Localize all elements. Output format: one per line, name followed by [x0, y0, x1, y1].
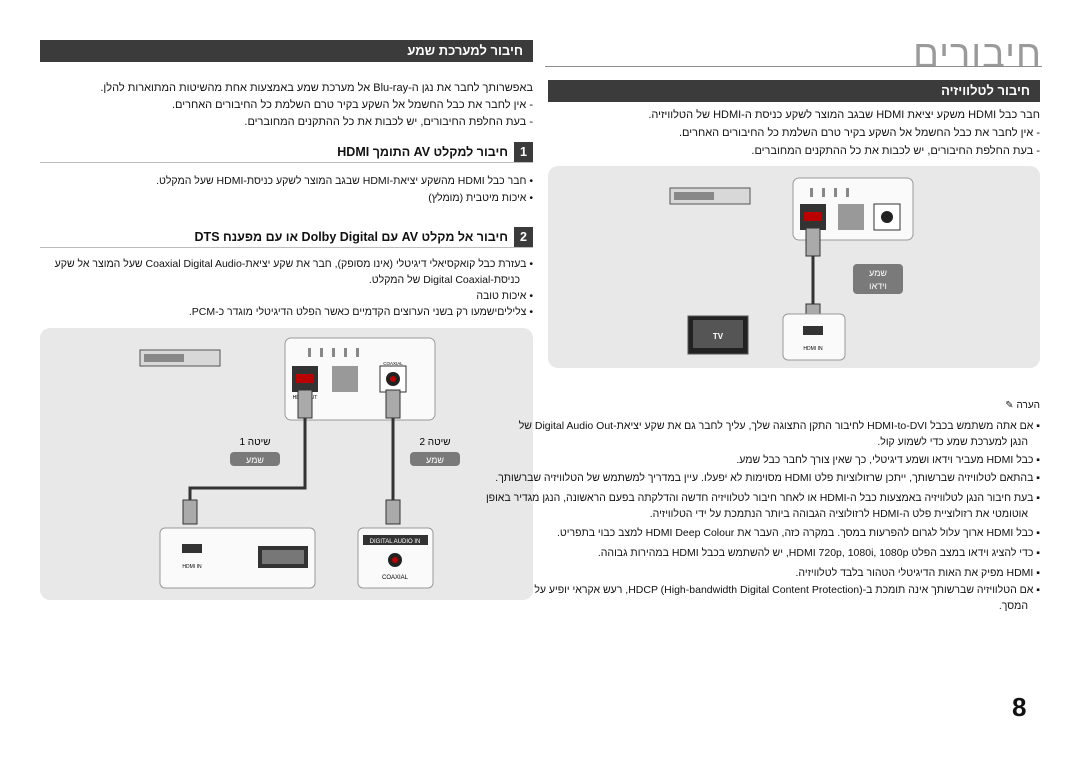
note-item: ▪ כדי להציג וידאו במצב הפלט HDMI 720p, 1…: [597, 547, 1040, 559]
hdmi-plug: [805, 227, 821, 257]
method2-bullet: • בעזרת כבל קואקסיאלי דיגיטלי (אינו מסופ…: [54, 258, 533, 270]
note-item: ▪ HDMI מפיק את האות הדיגיטלי הטהור בלבד …: [795, 567, 1041, 579]
tv-label: TV: [713, 332, 724, 341]
audio-intro: באפשרותך לחבר את נגן ה-Blu-ray אל מערכת …: [100, 82, 533, 94]
note-item-cont: המסך.: [998, 600, 1028, 612]
hdmi-plug: [297, 389, 313, 419]
section-header-tv: חיבור לטלוויזיה: [548, 80, 1040, 102]
hdmi-in-label: HDMI IN: [803, 346, 823, 352]
hdmi-in-port: [803, 326, 823, 335]
audio-video-badge: [853, 264, 903, 294]
hdmi-in-port: [182, 544, 202, 553]
note-item: ▪ אם אתה משתמש בכבל HDMI-to-DVI לחיבור ה…: [518, 420, 1040, 432]
svg-text:שמע: שמע: [869, 268, 887, 278]
hdmi-plug: [182, 499, 198, 525]
hdmi-cable: [188, 418, 307, 503]
tv-diagram-svg: שמע וידאו TV HDMI IN: [669, 177, 914, 361]
note-icon: ✎: [1005, 400, 1014, 411]
method1-bullet: • חבר כבל HDMI מהשקע יציאת-HDMI שבגב המו…: [156, 175, 533, 187]
audio-bullet: - אין לחבר את כבל החשמל אל השקע בקיר טרם…: [171, 99, 533, 111]
section-header-audio: חיבור למערכת שמע: [40, 40, 533, 62]
note-item-cont: הנגן למערכת שמע כדי לשמוע קול.: [877, 436, 1028, 448]
audio-badge: [230, 452, 280, 466]
page-number: 8: [1012, 692, 1027, 722]
audio-diagram-svg: HDMI OUT COAXIAL שיטה 1 שמע שיטה 2 שמע H…: [139, 337, 460, 589]
note-item: ▪ כבל HDMI ארוך עלול לגרום להפרעות במסך.…: [556, 527, 1040, 539]
note-item: ▪ כבל HDMI מעביר וידאו ושמע דיגיטלי, כך …: [736, 454, 1040, 466]
title-divider: [545, 66, 1042, 67]
svg-text:שמע: שמע: [246, 455, 264, 465]
method2-heading: 2חיבור אל מקלט AV עם Dolby Digital או עם…: [40, 227, 533, 248]
method2-bullet: • צליליםישמעו רק בשני הערוצים הקדמיים כא…: [188, 306, 533, 318]
method1-bullet: • איכות מיטבית (מומלץ): [428, 192, 533, 204]
method2-bullet-cont: כניסת-Digital Coaxial של המקלט.: [368, 274, 520, 286]
digital-audio-in-label: DIGITAL AUDIO IN: [370, 539, 421, 545]
page-title: חיבורים: [913, 34, 1042, 76]
method1-label: שיטה 1: [239, 437, 270, 448]
note-item: ▪ בעת חיבור הנגן לטלוויזיה באמצעות כבל ה…: [485, 492, 1040, 504]
method2-number: 2: [514, 227, 533, 247]
tv-bullet: - אין לחבר את כבל החשמל אל השקע בקיר טרם…: [678, 127, 1040, 139]
note-item: ▪ אם הטלוויזיה שברשותך אינה תומכת ב-HDCP…: [534, 584, 1040, 596]
coaxial-plug: [385, 389, 401, 419]
method2-label: שיטה 2: [419, 437, 450, 448]
coaxial-label: COAXIAL: [382, 575, 409, 581]
hdmi-in-label: HDMI IN: [182, 564, 202, 570]
tv-hdmi-panel: [782, 313, 846, 361]
audio-connection-diagram: HDMI OUT COAXIAL שיטה 1 שמע שיטה 2 שמע H…: [40, 328, 533, 600]
method1-number: 1: [514, 142, 533, 162]
coaxial-plug: [385, 499, 401, 525]
method1-heading: 1חיבור למקלט AV התומך HDMI: [40, 142, 533, 163]
tv-connection-diagram: שמע וידאו TV HDMI IN: [548, 166, 1040, 368]
note-heading: הערה ✎: [1005, 400, 1040, 411]
audio-bullet: - בעת החלפת החיבורים, יש לכבות את כל ההת…: [244, 116, 533, 128]
note-item: ▪ בהתאם לטלוויזיה שברשותך, ייתכן שרזולוצ…: [495, 472, 1040, 484]
svg-text:שמע: שמע: [426, 455, 444, 465]
tv-intro: חבר כבל HDMI משקע יציאת HDMI שבגב המוצר …: [648, 109, 1040, 121]
svg-text:וידאו: וידאו: [869, 281, 887, 291]
tv-bullet: - בעת החלפת החיבורים, יש לכבות את כל ההת…: [751, 145, 1040, 157]
coaxial-top-label: COAXIAL: [383, 361, 403, 366]
receiver-panel: [159, 527, 316, 589]
audio-badge: [410, 452, 460, 466]
note-item-cont: אוטומטי את רזולוציית פלט ה-HDMI לרזולוצי…: [649, 508, 1028, 520]
method2-bullet: • איכות טובה: [476, 290, 533, 302]
